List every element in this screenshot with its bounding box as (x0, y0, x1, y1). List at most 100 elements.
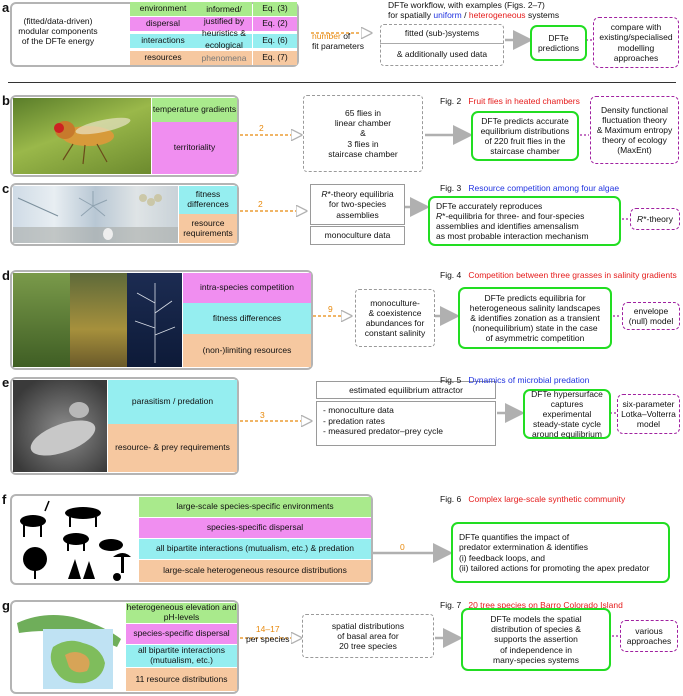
intro-line-2: modular components (18, 26, 98, 37)
fitted-systems: fitted (sub-)systems (380, 24, 504, 44)
f-pred-1: DFTe quantifies the impact of (459, 532, 570, 543)
c-pred-1: DFTe accurately reproduces (436, 200, 543, 211)
f-pred-3: (i) feedback loops, and (459, 552, 545, 563)
workflow-uniform: uniform (433, 10, 462, 21)
fitted-systems-box (380, 24, 504, 66)
informed-line-1: informed/ (206, 3, 242, 14)
component-species-dispersal-f: species-specific dispersal (139, 518, 371, 538)
d-fig-no: Fig. 4 (440, 270, 462, 280)
component-resource-distributions: 11 resource distributions (126, 668, 237, 691)
component-resource-requirements: resource requirements (179, 214, 237, 243)
d-system-box: monoculture- & coexistence abundances fo… (355, 289, 435, 347)
intro-line-3: of the DFTe energy (21, 35, 95, 46)
eq-6: Eq. (6) (253, 34, 297, 48)
b-num-params: 2 (259, 123, 264, 133)
e-pred-4: around equilibrium (532, 429, 602, 440)
component-bipartite-interactions-g: all bipartite interactions (mutualism, e… (126, 645, 237, 667)
informed-bg-cyan (196, 34, 252, 48)
component-large-scale-environments: large-scale species-specific environment… (139, 497, 371, 517)
component-bipartite-interactions-f: all bipartite interactions (mutualism, e… (139, 539, 371, 559)
g-pred-2: distribution of species & (491, 624, 581, 635)
g-fig-no: Fig. 7 (440, 600, 462, 610)
b-pred-3: of 220 fruit flies in the (484, 136, 566, 146)
f-fig-no: Fig. 6 (440, 494, 462, 504)
b-system-4: 3 flies in (347, 138, 379, 149)
b-pred-2: equilibrium distributions (480, 125, 570, 136)
component-temperature-gradients: temperature gradients (152, 98, 237, 122)
component-fitness-differences: fitness differences (179, 186, 237, 214)
workflow-slash: / (464, 10, 467, 21)
additional-data: & additionally used data (396, 49, 488, 60)
d-system-4: constant salinity (364, 328, 426, 339)
g-system-1: spatial distributions (331, 620, 405, 631)
panel-f-label: f (2, 492, 7, 507)
c-pred-2: R*-equilibria for three- and four-specie… (436, 211, 584, 221)
workflow-title: DFTe workflow, with examples (Figs. 2–7)… (388, 0, 588, 20)
e-num-params: 3 (260, 410, 265, 420)
c-num-params: 2 (258, 199, 263, 209)
c-pred-2-text: *-equilibria for three- and four-species (442, 210, 585, 221)
c-pred-3: assemblies and identifies amensalism (436, 221, 579, 231)
component-elevation-ph: heterogeneous elevation and pH-levels (126, 602, 237, 623)
grass-icon (134, 283, 176, 363)
g-system-3: 20 tree species (339, 641, 397, 652)
c-fig-caption: Fig. 3 Resource competition among four a… (440, 183, 619, 193)
f-prediction: DFTe quantifies the impact of predator e… (451, 522, 670, 583)
island-map-icon (17, 615, 121, 689)
e-pred-3: steady-state cycle (532, 419, 602, 430)
b-compare: Density functional fluctuation theory & … (590, 96, 679, 164)
b-fig-no: Fig. 2 (440, 96, 462, 106)
e-fig-title: Dynamics of microbial predation (468, 375, 590, 385)
b-pred-1: DFTe predicts accurate (481, 115, 569, 126)
e-data-2: - predation rates (323, 415, 385, 426)
c-system-3: assemblies (336, 209, 379, 220)
e-cmp-1: six-parameter (622, 398, 675, 409)
algae-micrographs (13, 186, 178, 243)
workflow-systems: systems (527, 10, 560, 21)
num-params-of: of (343, 31, 351, 41)
intro-line-1: (fitted/data-driven) (23, 16, 93, 27)
component-resources: resources (130, 51, 196, 65)
f-pred-4: (ii) tailored actions for promoting the … (459, 562, 650, 573)
component-resource-prey-requirements: resource- & prey requirements (108, 424, 237, 472)
d-pred-2: heterogeneous salinity landscapes (469, 302, 601, 313)
component-parasitism-predation: parasitism / predation (108, 380, 237, 424)
grass-photo-1 (13, 273, 70, 367)
b-system-box: 65 flies in linear chamber & 3 flies in … (303, 95, 423, 172)
panel-e-label: e (2, 375, 10, 390)
microbe-icon (30, 402, 96, 456)
e-fig-no: Fig. 5 (440, 375, 462, 385)
e-data-3: - measured predator–prey cycle (323, 426, 444, 437)
g-system-box: spatial distributions of basal area for … (302, 614, 434, 658)
c-system-2: for two-species (328, 199, 387, 210)
informed-bg-green (196, 2, 252, 16)
informed-bg-pink (196, 17, 252, 31)
compare-line-3: modelling (617, 42, 655, 53)
g-pred-4: of independence in (500, 644, 572, 655)
e-pred-1: DFTe hypersurface (531, 388, 603, 399)
d-prediction: DFTe predicts equilibria for heterogeneo… (458, 287, 612, 349)
e-prediction: DFTe hypersurface captures experimental … (523, 389, 611, 439)
panel-a-label: a (2, 0, 10, 15)
e-system-box: estimated equilibrium attractor (316, 381, 496, 399)
informed-line-5: phenomena (201, 52, 247, 63)
g-system-2: of basal area for (337, 630, 399, 641)
compare-line-2: existing/specialised (599, 32, 673, 43)
num-params-number: number (312, 31, 341, 41)
informed-bg-peach (196, 51, 252, 65)
d-system-1: monoculture- (370, 297, 420, 308)
f-fig-title: Complex large-scale synthetic community (468, 494, 626, 504)
b-pred-4: staircase chamber (490, 146, 560, 157)
b-cmp-5: (MaxEnt) (617, 145, 652, 156)
c-cmp-text: *-theory (643, 213, 673, 224)
c-cmp-r: R (637, 213, 644, 224)
d-system-2: & coexistence (368, 307, 422, 318)
c-fig-title: Resource competition among four algae (468, 183, 620, 193)
dfte-components-intro: (fitted/data-driven) modular components … (14, 12, 102, 52)
component-species-dispersal-g: species-specific dispersal (126, 624, 237, 644)
e-cmp-2: Lotka–Volterra (621, 408, 676, 419)
e-data-1: - monoculture data (323, 405, 394, 415)
e-fig-caption: Fig. 5 Dynamics of microbial predation (440, 375, 589, 385)
island-map (13, 603, 125, 691)
component-fitness-differences-d: fitness differences (183, 303, 311, 334)
